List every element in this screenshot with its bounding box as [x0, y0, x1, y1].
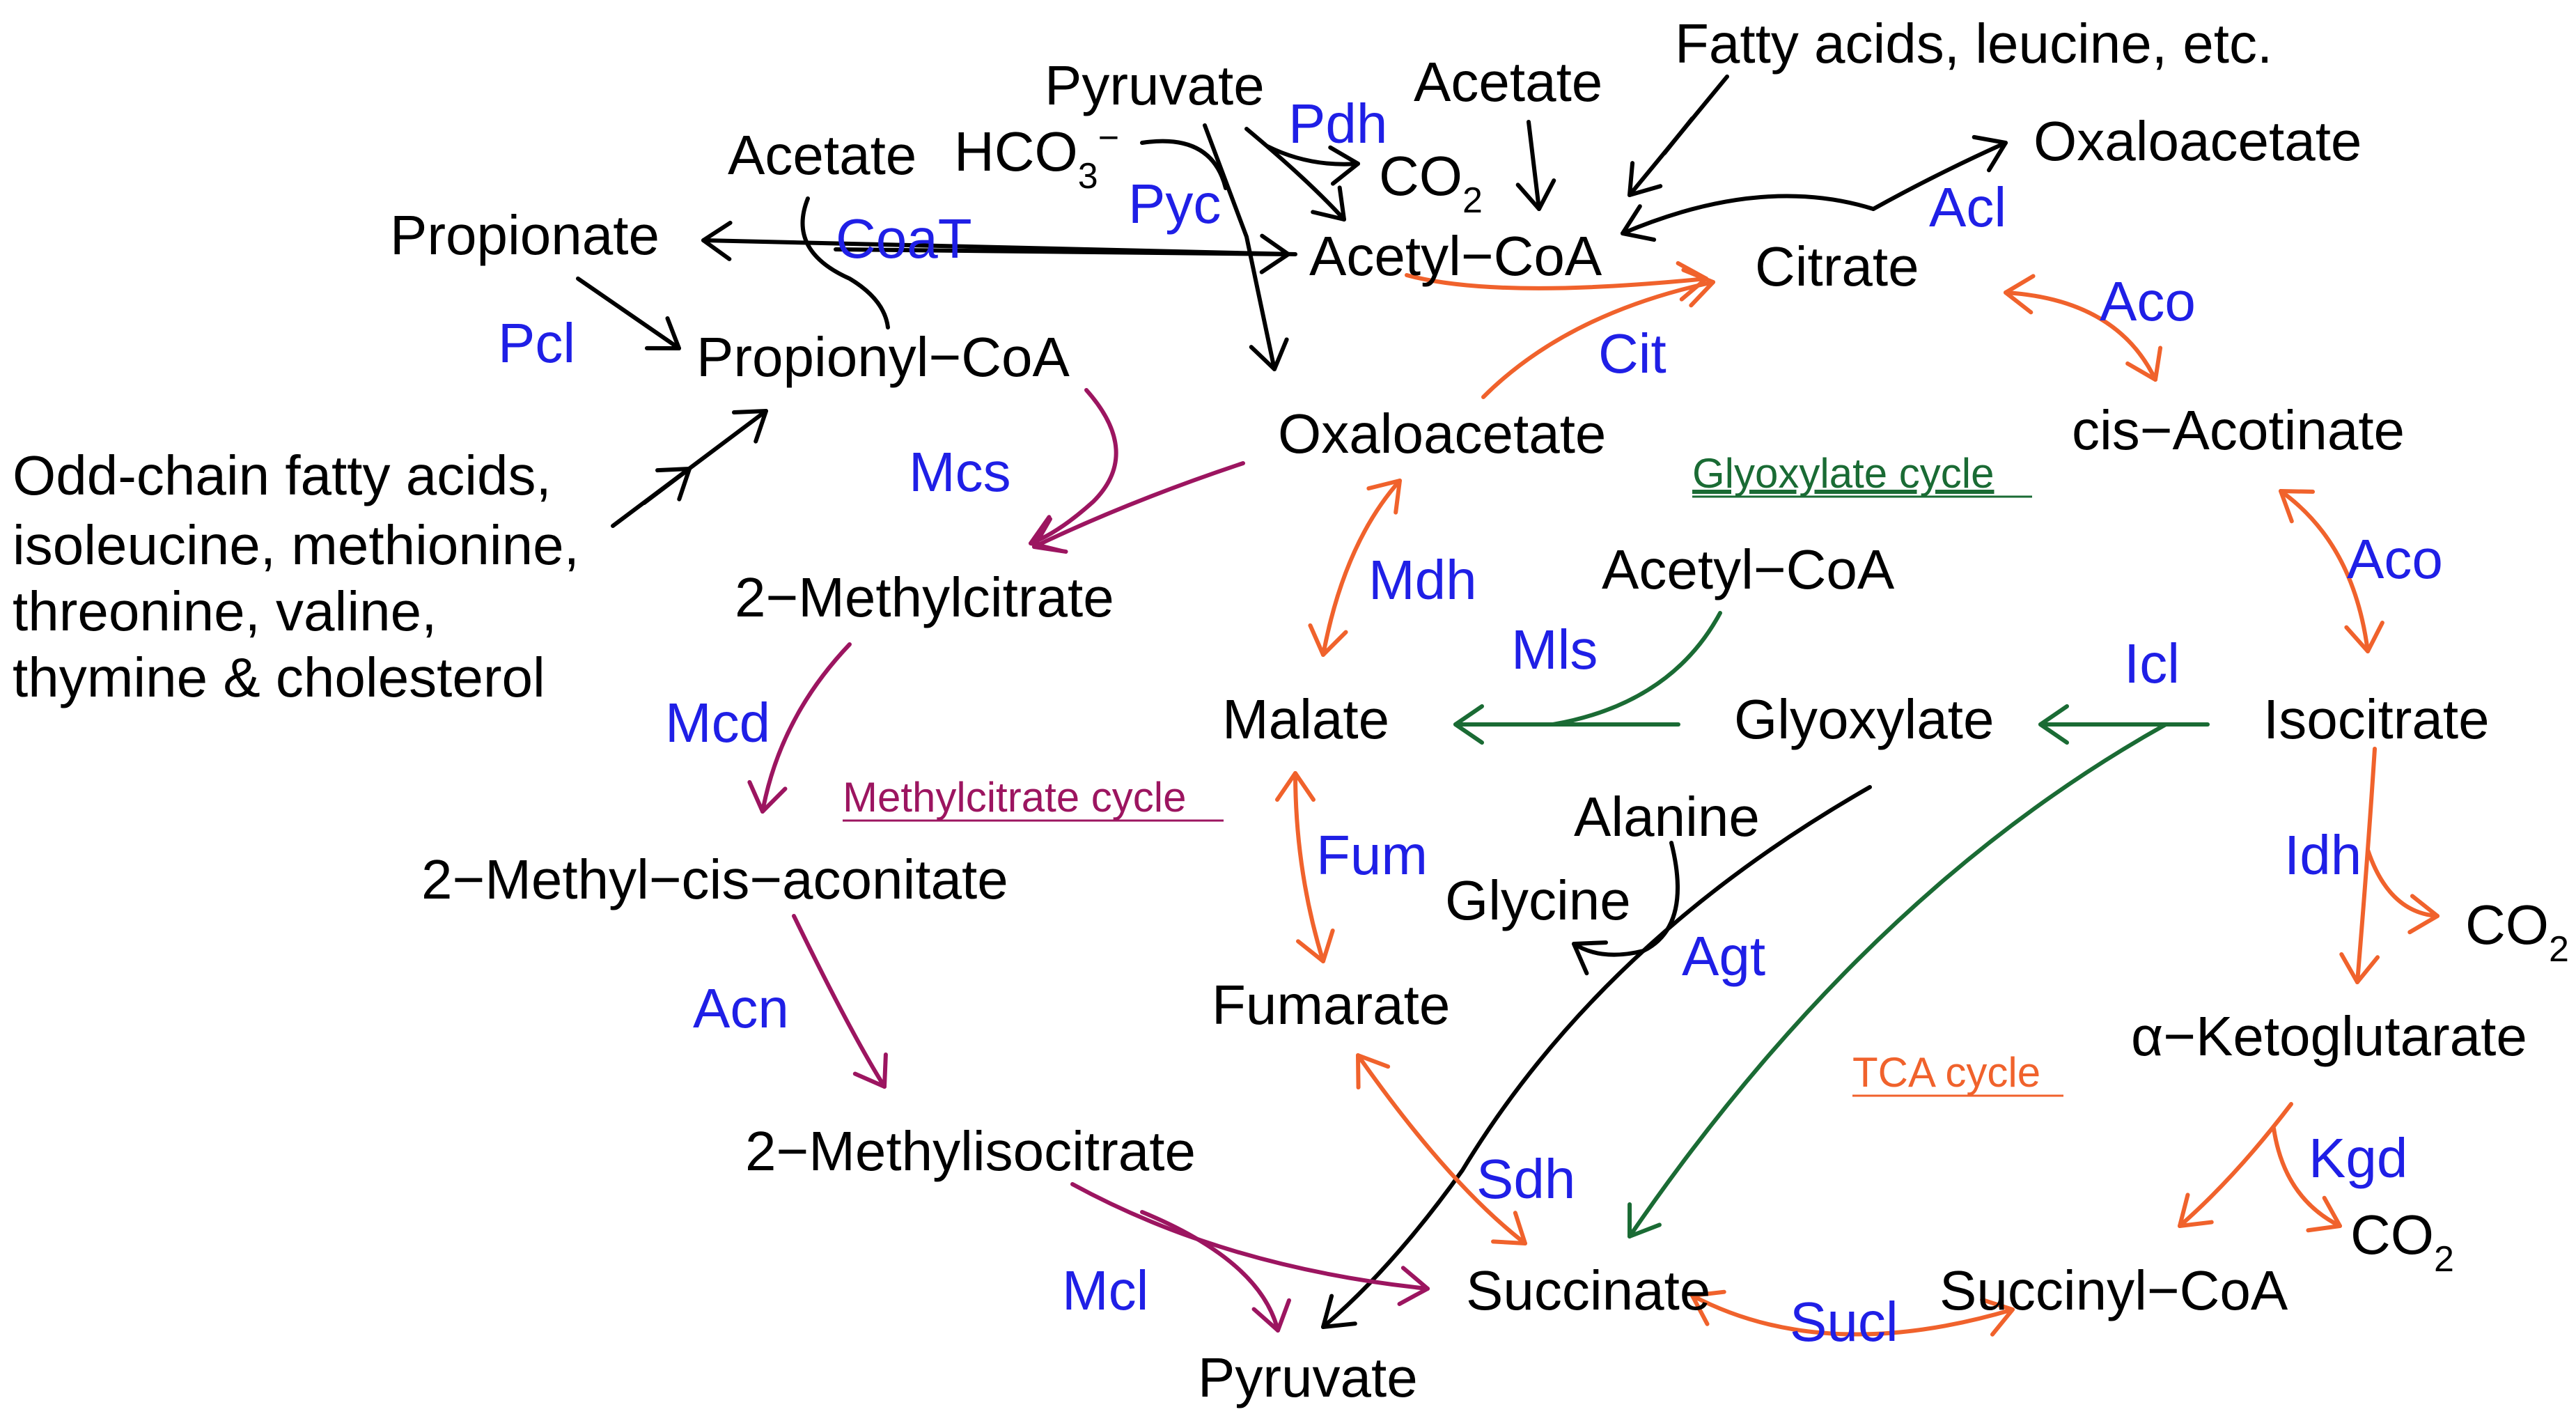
- enzyme-cit: Cit: [1598, 323, 1666, 385]
- arrow-citrate-cis-aconitate: [2004, 274, 2163, 382]
- arrow-acetyl-coa-to-mls: [1551, 611, 1722, 727]
- arrow-methylisocitrate-to-succinate: [1070, 1182, 1430, 1306]
- metabolite-co2-kgd: CO2: [2350, 1204, 2454, 1280]
- metabolite-citrate: Citrate: [1755, 235, 1919, 297]
- metabolite-alpha-ketoglutarate: α−Ketoglutarate: [2131, 1005, 2527, 1067]
- metabolite-propionyl-coa: Propionyl−CoA: [696, 326, 1070, 388]
- enzyme-acn: Acn: [693, 977, 789, 1039]
- arrow-coat-acetyl-coa: [834, 233, 1290, 274]
- enzyme-aco-2: Aco: [2347, 528, 2443, 590]
- metabolite-odd-chain-3: threonine, valine,: [13, 580, 437, 642]
- arrow-succinate-succinyl-coa: [1690, 1289, 2015, 1337]
- arrow-mcl-to-pyruvate: [1140, 1210, 1291, 1333]
- metabolite-hco3: HCO3−: [954, 118, 1119, 196]
- arrow-propionyl-to-methylcitrate: [1029, 388, 1118, 553]
- metabolite-cis-aconitate: cis−Acotinate: [2072, 399, 2405, 461]
- arrow-pyruvate-to-oxaloacetate: [1203, 123, 1289, 371]
- enzyme-mdh: Mdh: [1368, 549, 1477, 611]
- metabolite-acetyl-coa-2: Acetyl−CoA: [1602, 538, 1895, 600]
- arrow-acetate-to-acetyl-coa: [1515, 120, 1556, 211]
- arrow-acetate-to-propionyl: [800, 196, 890, 329]
- metabolite-odd-chain-1: Odd-chain fatty acids,: [13, 444, 552, 506]
- metabolite-fumarate: Fumarate: [1212, 974, 1450, 1036]
- metabolite-alanine: Alanine: [1574, 786, 1760, 848]
- metabolite-methylisocitrate: 2−Methylisocitrate: [745, 1120, 1196, 1182]
- arrow-fatty-acids-to-acetyl-coa-2: [1662, 116, 1694, 155]
- metabolite-odd-chain-4: thymine & cholesterol: [13, 646, 545, 708]
- arrow-citrate-to-acetyl-coa: [1621, 194, 1875, 242]
- arrow-alanine-to-glycine: [1572, 841, 1680, 976]
- enzyme-sucl: Sucl: [1790, 1291, 1898, 1353]
- arrow-methylcitrate-to-methyl-cis-aconitate: [747, 642, 852, 814]
- arrow-icl-to-succinate: [1627, 722, 2168, 1238]
- arrow-oxaloacetate-to-methylcitrate: [1032, 461, 1245, 554]
- metabolite-succinyl-coa: Succinyl−CoA: [1939, 1259, 2288, 1321]
- metabolite-succinate: Succinate: [1466, 1259, 1710, 1321]
- metabolite-odd-chain-2: isoleucine, methionine,: [13, 514, 579, 576]
- metabolite-labels: Pyruvate Acetate Fatty acids, leucine, e…: [13, 13, 2569, 1408]
- metabolite-acetyl-coa: Acetyl−CoA: [1309, 225, 1602, 287]
- metabolite-fatty-acids: Fatty acids, leucine, etc.: [1675, 13, 2272, 75]
- enzyme-idh: Idh: [2284, 824, 2362, 886]
- enzyme-icl: Icl: [2124, 632, 2180, 694]
- enzyme-coat: CoaT: [836, 208, 972, 270]
- enzyme-mls: Mls: [1511, 619, 1598, 681]
- arrow-malate-fumarate: [1275, 771, 1335, 963]
- arrow-fumarate-succinate: [1356, 1053, 1527, 1245]
- arrows-glyoxylate: [1453, 611, 2210, 1238]
- enzyme-mcl: Mcl: [1062, 1259, 1148, 1321]
- arrow-idh-to-co2: [2366, 848, 2440, 935]
- arrows-tca: [1275, 261, 2440, 1337]
- arrow-pyruvate-to-acetyl-coa: [1244, 127, 1346, 222]
- enzyme-pyc: Pyc: [1128, 173, 1221, 235]
- arrow-akg-to-succinyl-coa: [2178, 1102, 2293, 1228]
- cycle-label-glyoxylate: Glyoxylate cycle: [1692, 450, 1994, 497]
- arrow-oxaloacetate-to-citrate: [1481, 267, 1715, 399]
- metabolite-isocitrate: Isocitrate: [2263, 688, 2490, 750]
- metabolite-oxaloacetate-top: Oxaloacetate: [2034, 110, 2362, 172]
- metabolite-malate: Malate: [1222, 688, 1389, 750]
- arrows-methylcitrate: [747, 388, 1430, 1333]
- enzyme-agt: Agt: [1682, 925, 1765, 987]
- enzyme-sdh: Sdh: [1476, 1148, 1575, 1210]
- enzyme-labels: Pdh Pyc CoaT Acl Pcl Cit Aco Mcs Aco Mdh…: [498, 93, 2443, 1353]
- metabolite-acetate-top: Acetate: [1414, 51, 1602, 113]
- metabolite-pyruvate-top: Pyruvate: [1045, 54, 1265, 116]
- enzyme-mcd: Mcd: [665, 692, 770, 754]
- arrow-kgd-to-co2: [2272, 1126, 2342, 1233]
- metabolite-methyl-cis-aconitate: 2−Methyl−cis−aconitate: [421, 848, 1008, 910]
- arrow-propionate-to-propionyl-coa: [576, 277, 681, 350]
- cycle-labels: Glyoxylate cycle Methylcitrate cycle TCA…: [843, 450, 2063, 1097]
- enzyme-pcl: Pcl: [498, 312, 575, 374]
- arrow-methyl-cis-aconitate-to-methylisocitrate: [792, 914, 888, 1089]
- enzyme-fum: Fum: [1316, 824, 1428, 886]
- enzyme-kgd: Kgd: [2309, 1127, 2407, 1189]
- metabolite-oxaloacetate: Oxaloacetate: [1278, 403, 1606, 465]
- enzyme-pdh: Pdh: [1288, 93, 1387, 155]
- arrow-cis-aconitate-isocitrate: [2279, 489, 2384, 653]
- arrow-pdh-to-co2: [1265, 144, 1360, 186]
- enzyme-aco-1: Aco: [2100, 270, 2196, 332]
- enzyme-acl: Acl: [1929, 176, 2006, 238]
- metabolite-methylcitrate: 2−Methylcitrate: [735, 566, 1114, 628]
- metabolite-glyoxylate: Glyoxylate: [1734, 688, 1994, 750]
- arrow-acetyl-coa-to-citrate: [1405, 261, 1708, 302]
- enzyme-mcs: Mcs: [909, 441, 1011, 503]
- metabolite-pyruvate-bottom: Pyruvate: [1198, 1346, 1418, 1408]
- metabolite-glycine: Glycine: [1445, 869, 1631, 931]
- arrow-acl-oxaloacetate: [1871, 134, 2008, 211]
- cycle-label-tca: TCA cycle: [1852, 1049, 2040, 1096]
- metabolite-co2-pdh: CO2: [1379, 145, 1483, 221]
- arrow-oxaloacetate-malate: [1308, 479, 1402, 657]
- cycle-label-methylcitrate: Methylcitrate cycle: [843, 774, 1186, 821]
- metabolite-propionate: Propionate: [390, 204, 659, 266]
- metabolite-acetate-left: Acetate: [728, 124, 916, 186]
- arrow-odd-chain-to-propionyl-coa-mid: [642, 467, 692, 505]
- metabolite-co2-idh: CO2: [2465, 894, 2569, 970]
- arrow-isocitrate-to-akg: [2339, 747, 2380, 984]
- arrow-hco3-to-pyc: [1140, 139, 1228, 190]
